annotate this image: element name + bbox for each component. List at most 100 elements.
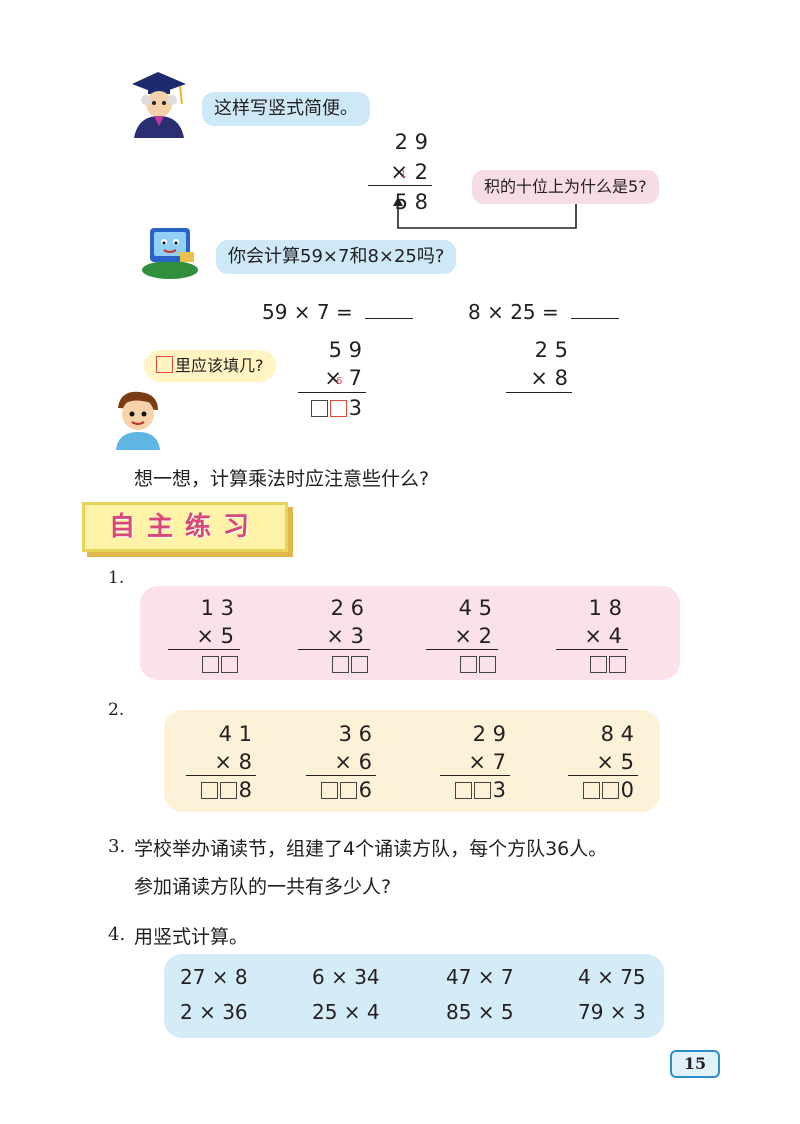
practice-banner: 自主练习 — [82, 502, 288, 552]
ex2-p3-rule — [440, 775, 510, 776]
ex2-p1-top: 4 1 — [218, 722, 252, 746]
ex1-p2-top: 2 6 — [330, 596, 364, 620]
answer-box[interactable] — [332, 656, 349, 673]
answer-box[interactable] — [310, 400, 328, 417]
answer-box[interactable] — [460, 656, 477, 673]
answer-box[interactable] — [351, 656, 368, 673]
exercise-4-panel — [164, 954, 664, 1038]
expression-8x25: 8 × 25 = — [468, 300, 620, 324]
boy-character-icon — [116, 391, 160, 450]
ex2-p2-result: 6 — [306, 778, 372, 802]
answer-box[interactable] — [582, 782, 600, 799]
answer-blank-8x25[interactable] — [571, 302, 620, 319]
ex2-p2-rule — [306, 775, 376, 776]
think-question: 想一想，计算乘法时应注意些什么? — [134, 468, 430, 490]
ex2-p1-last-digit: 8 — [238, 778, 252, 802]
ex4-r2-c2: 25 × 4 — [312, 1000, 380, 1024]
carry-digit: 1 — [400, 169, 407, 180]
exercise-4-label: 4. — [108, 924, 126, 945]
ex4-r2-c4: 79 × 3 — [578, 1000, 646, 1024]
doctor-speech-bubble: 这样写竖式简便。 — [202, 92, 370, 126]
answer-box[interactable] — [202, 656, 219, 673]
ex1-p1-result — [180, 652, 240, 676]
ex1-p2-result — [310, 652, 370, 676]
ex2-p4-mul: × 5 — [596, 750, 634, 774]
expression-59x7-text: 59 × 7 = — [262, 300, 353, 324]
left-top-number: 5 9 — [328, 338, 362, 362]
expression-8x25-text: 8 × 25 = — [468, 300, 559, 324]
ex1-p4-result — [568, 652, 628, 676]
answer-box[interactable] — [601, 782, 619, 799]
ex1-p2-mul: × 3 — [326, 624, 364, 648]
ex2-p1-mul: × 8 — [214, 750, 252, 774]
ex2-p3-result: 3 — [440, 778, 506, 802]
product-rule — [368, 185, 432, 186]
ex4-r1-c3: 47 × 7 — [446, 965, 514, 989]
ex4-r1-c1: 27 × 8 — [180, 965, 248, 989]
red-box-icon — [156, 356, 173, 373]
page-number: 15 — [670, 1050, 720, 1078]
answer-box[interactable] — [200, 782, 218, 799]
answer-box[interactable] — [473, 782, 491, 799]
ex4-r1-c4: 4 × 75 — [578, 965, 646, 989]
ex1-p3-rule — [426, 649, 498, 650]
left-product-result: 3 — [298, 396, 362, 420]
ex1-p4-mul: × 4 — [584, 624, 622, 648]
ex4-r2-c1: 2 × 36 — [180, 1000, 248, 1024]
boy-speech-bubble: 里应该填几? — [144, 350, 276, 382]
mascot-speech-bubble: 你会计算59×7和8×25吗? — [216, 240, 457, 274]
exercise-3-line-2: 参加诵读方队的一共有多少人? — [134, 876, 392, 898]
exercise-2-panel — [164, 710, 660, 812]
arrow-connector — [393, 197, 577, 229]
ex1-p3-top: 4 5 — [458, 596, 492, 620]
ex2-p4-rule — [568, 775, 638, 776]
right-multiplier: × 8 — [530, 366, 568, 390]
multiplier: × 2 — [390, 160, 428, 184]
ex1-p3-result — [438, 652, 498, 676]
answer-box-red[interactable] — [329, 400, 347, 417]
ex1-p1-rule — [168, 649, 240, 650]
ex1-p4-rule — [556, 649, 628, 650]
exercise-3-line-1: 学校举办诵读节，组建了4个诵读方队，每个方队36人。 — [134, 838, 608, 860]
ex2-p1-result: 8 — [186, 778, 252, 802]
ex2-p4-result: 0 — [568, 778, 634, 802]
question-bubble: 积的十位上为什么是5? — [472, 170, 659, 204]
ex1-p1-top: 1 3 — [200, 596, 234, 620]
answer-box[interactable] — [609, 656, 626, 673]
answer-box[interactable] — [339, 782, 357, 799]
ex2-p3-last-digit: 3 — [492, 778, 506, 802]
right-top-number: 2 5 — [534, 338, 568, 362]
answer-box[interactable] — [221, 656, 238, 673]
answer-box[interactable] — [454, 782, 472, 799]
ex2-p4-last-digit: 0 — [620, 778, 634, 802]
computer-mascot-icon — [142, 228, 198, 279]
left-carry-digit: 6 — [336, 376, 343, 387]
ex4-r1-c2: 6 × 34 — [312, 965, 380, 989]
left-product-rule — [298, 392, 366, 393]
ex2-p1-rule — [186, 775, 256, 776]
doctor-character-icon — [132, 72, 186, 138]
ex2-p2-last-digit: 6 — [358, 778, 372, 802]
exercise-3-label: 3. — [108, 836, 126, 857]
answer-box[interactable] — [320, 782, 338, 799]
top-number: 2 9 — [394, 130, 428, 154]
ex2-p3-mul: × 7 — [468, 750, 506, 774]
answer-box[interactable] — [219, 782, 237, 799]
left-result-digit: 3 — [348, 396, 362, 420]
exercise-1-label: 1. — [108, 568, 125, 588]
ex1-p4-top: 1 8 — [588, 596, 622, 620]
exercise-4-title: 用竖式计算。 — [134, 926, 249, 948]
answer-box[interactable] — [479, 656, 496, 673]
ex1-p2-rule — [298, 649, 370, 650]
ex4-r2-c3: 85 × 5 — [446, 1000, 514, 1024]
boy-bubble-text: 里应该填几? — [175, 356, 264, 375]
ex2-p3-top: 2 9 — [472, 722, 506, 746]
expression-59x7: 59 × 7 = — [262, 300, 414, 324]
right-product-rule — [506, 392, 572, 393]
answer-blank-59x7[interactable] — [365, 302, 414, 319]
exercise-2-label: 2. — [108, 700, 125, 720]
answer-box[interactable] — [590, 656, 607, 673]
left-multiplier: × 7 — [324, 366, 362, 390]
ex2-p2-top: 3 6 — [338, 722, 372, 746]
ex2-p2-mul: × 6 — [334, 750, 372, 774]
